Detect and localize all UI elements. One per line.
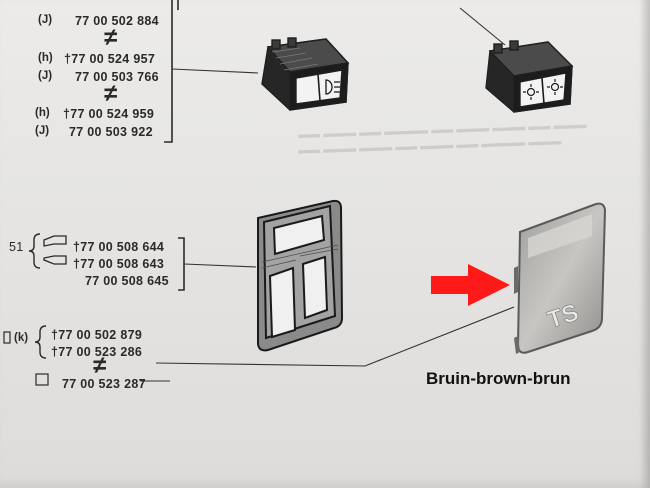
red-arrow — [431, 264, 510, 306]
box-symbol — [35, 373, 49, 386]
switch-bezel — [257, 199, 344, 352]
not-equal-symbol: ≠ — [104, 80, 118, 107]
part-number: 77 00 508 645 — [85, 274, 169, 288]
switch-cap — [514, 202, 607, 354]
bracket-line — [164, 0, 179, 143]
not-equal-symbol: ≠ — [104, 24, 118, 51]
code-h: (h) — [35, 107, 50, 119]
hatching — [261, 244, 339, 269]
lamp-icon — [325, 79, 340, 95]
hatching — [271, 47, 319, 71]
hand-icon — [43, 235, 67, 265]
leader-line — [140, 306, 515, 382]
part-number: 77 00 503 922 — [69, 125, 153, 139]
color-caption: Bruin-brown-brun — [426, 369, 571, 388]
box-symbol — [3, 331, 11, 344]
code-j: (J) — [38, 14, 53, 26]
rocker-switch — [485, 40, 574, 113]
curly-brace — [28, 233, 47, 359]
leader-line — [183, 263, 257, 268]
bracket-line — [178, 237, 185, 291]
part-number: 77 00 523 287 — [62, 377, 146, 391]
part-number: †77 00 523 286 — [51, 345, 143, 359]
code-h: (h) — [38, 52, 53, 64]
page-shadow — [640, 0, 650, 488]
part-number: †77 00 524 959 — [63, 107, 155, 121]
part-number: †77 00 524 957 — [64, 52, 156, 66]
part-number: †77 00 508 644 — [73, 240, 165, 254]
part-number: †77 00 508 643 — [73, 257, 165, 271]
part-number: †77 00 502 879 — [51, 328, 143, 342]
rocker-switch — [261, 37, 350, 111]
code-k: (k) — [14, 332, 29, 344]
defrost-icon — [523, 79, 563, 100]
not-equal-symbol: ≠ — [93, 352, 107, 379]
part-number: 77 00 502 884 — [75, 14, 159, 28]
leader-line — [171, 7, 506, 74]
part-number: 77 00 503 766 — [75, 70, 159, 84]
code-j: (J) — [38, 70, 53, 82]
code-j: (J) — [35, 125, 50, 137]
item-number: 51 — [9, 240, 24, 254]
